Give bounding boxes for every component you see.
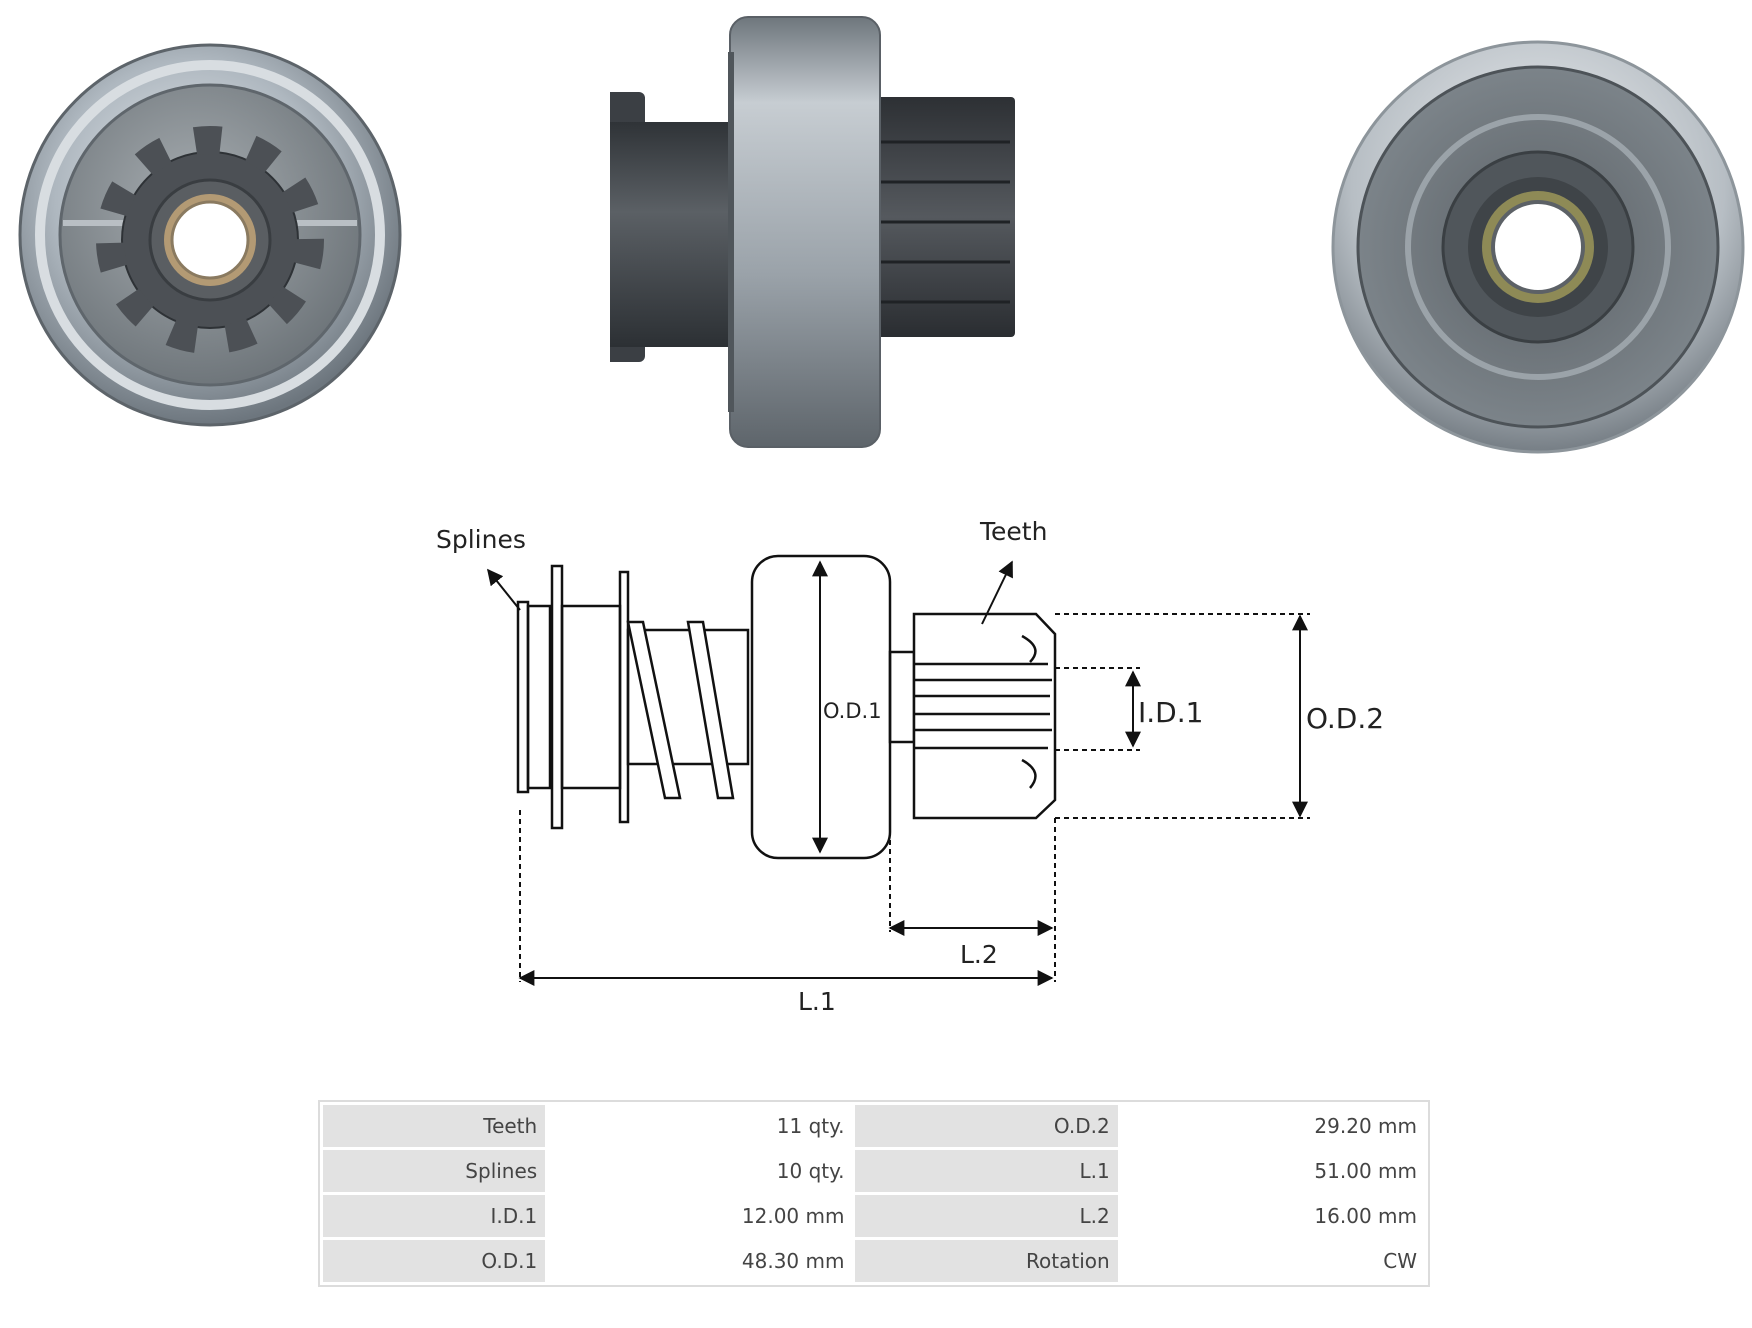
spec-key: Rotation	[855, 1240, 1118, 1282]
table-row: Teeth 11 qty. O.D.2 29.20 mm	[323, 1105, 1425, 1147]
drive-outline	[516, 554, 1057, 860]
spec-key: O.D.2	[855, 1105, 1118, 1147]
spec-key: Splines	[323, 1150, 546, 1192]
spec-key: Teeth	[323, 1105, 546, 1147]
spec-value: 51.00 mm	[1120, 1150, 1425, 1192]
starter-drive-back-photo	[1331, 40, 1745, 454]
spec-value: 16.00 mm	[1120, 1195, 1425, 1237]
table-row: Splines 10 qty. L.1 51.00 mm	[323, 1150, 1425, 1192]
spec-key: L.2	[855, 1195, 1118, 1237]
spec-value: 10 qty.	[548, 1150, 853, 1192]
od2-label: O.D.2	[1306, 702, 1384, 735]
l1-label: L.1	[798, 987, 836, 1016]
spec-value: 12.00 mm	[548, 1195, 853, 1237]
splines-label: Splines	[436, 525, 526, 554]
od1-label: O.D.1	[823, 699, 882, 723]
spec-value: 11 qty.	[548, 1105, 853, 1147]
l2-label: L.2	[960, 940, 998, 969]
dimension-lines	[487, 560, 1308, 986]
spec-key: I.D.1	[323, 1195, 546, 1237]
id1-label: I.D.1	[1138, 696, 1203, 729]
teeth-label: Teeth	[979, 517, 1047, 546]
specifications-table: Teeth 11 qty. O.D.2 29.20 mm Splines 10 …	[318, 1100, 1430, 1287]
starter-drive-front-photo	[18, 43, 402, 427]
starter-drive-side-photo	[610, 16, 1015, 448]
table-row: O.D.1 48.30 mm Rotation CW	[323, 1240, 1425, 1282]
spec-key: L.1	[855, 1150, 1118, 1192]
spec-value: 48.30 mm	[548, 1240, 853, 1282]
spec-value: 29.20 mm	[1120, 1105, 1425, 1147]
table-row: I.D.1 12.00 mm L.2 16.00 mm	[323, 1195, 1425, 1237]
spec-key: O.D.1	[323, 1240, 546, 1282]
extension-lines	[519, 613, 1310, 982]
dimension-diagram: Splines Teeth O.D.1 I.D.1 O.D.2 L.2 L.1	[436, 517, 1384, 1016]
spec-value: CW	[1120, 1240, 1425, 1282]
